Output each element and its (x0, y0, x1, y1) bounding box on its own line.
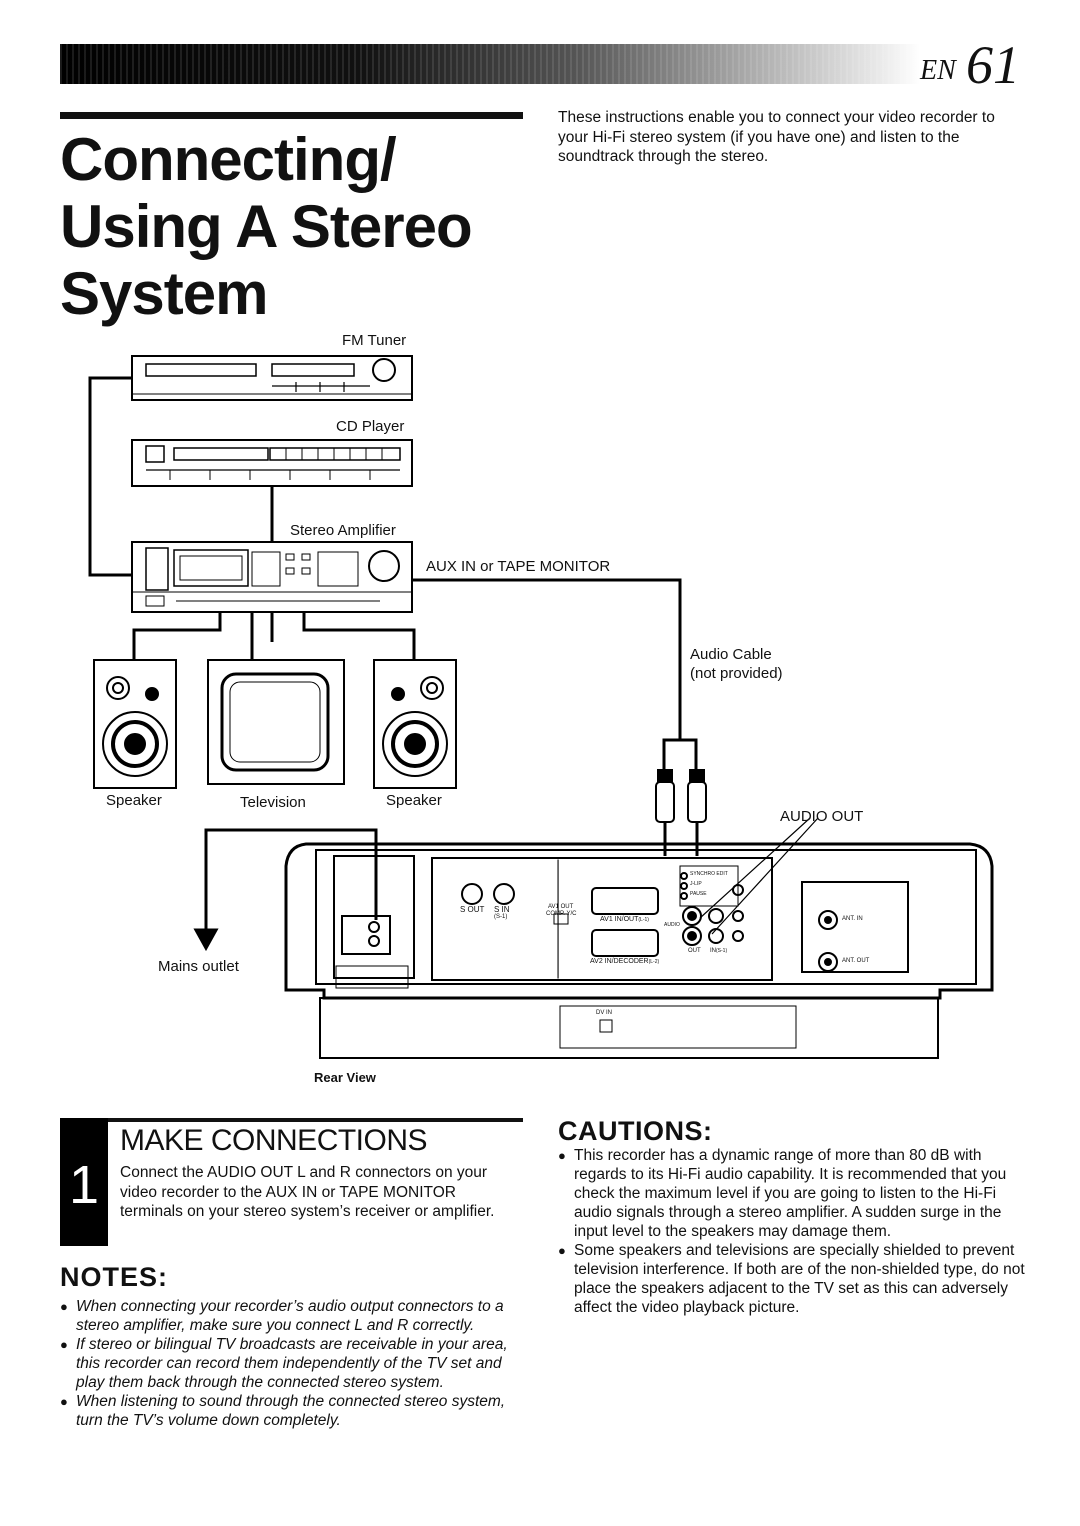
audio-out-label: AUDIO OUT (780, 808, 864, 825)
fm-tuner-illustration (131, 355, 413, 401)
av1-in-out-sub: (L-1) (638, 917, 649, 923)
note-item: ● If stereo or bilingual TV broadcasts ar… (60, 1335, 530, 1392)
fm-tuner-label: FM Tuner (342, 332, 407, 349)
synchro-edit-label: SYNCHRO EDIT (690, 871, 728, 877)
header-gradient-bar (60, 44, 920, 84)
in-sub: (S-1) (716, 948, 728, 954)
title-line-2: Using A Stereo (60, 193, 473, 260)
intro-paragraph: These instructions enable you to connect… (558, 109, 995, 165)
page-language: EN (920, 55, 956, 86)
right-speaker-illustration (373, 659, 457, 789)
caution-text: Some speakers and televisions are specia… (574, 1242, 1025, 1316)
av2-in-label: AV2 IN/DECODER(L-2) (590, 958, 659, 965)
page-number: 61 (966, 35, 1020, 95)
cd-player-illustration (131, 439, 413, 487)
page-title: Connecting/ Using A Stereo System (60, 126, 530, 327)
connection-diagram-drawing (88, 355, 994, 1059)
in-label: IN(S-1) (710, 948, 727, 954)
audio-cable-note: (not provided) (690, 665, 783, 682)
title-rule (60, 112, 523, 119)
note-item: ● When listening to sound through the con… (60, 1392, 530, 1430)
note-text: When connecting your recorder’s audio ou… (76, 1298, 504, 1334)
s-in-sub-label: (S-1) (494, 914, 508, 920)
bullet-icon: ● (558, 1148, 566, 1163)
vcr-rear-body (284, 842, 994, 1059)
title-line-1: Connecting/ (60, 126, 397, 193)
mains-outlet-label: Mains outlet (158, 958, 239, 975)
step-title: MAKE CONNECTIONS (120, 1124, 428, 1157)
note-text: When listening to sound through the conn… (76, 1393, 506, 1429)
ant-out-label: ANT. OUT (842, 958, 870, 964)
s-in-label: S IN (494, 905, 510, 914)
av1-in-out-label: AV1 IN/OUT(L-1) (600, 916, 649, 923)
left-speaker-illustration (93, 659, 177, 789)
speaker-right-label: Speaker (386, 792, 442, 809)
audio-out-pointers (699, 817, 819, 935)
out-label: OUT (688, 948, 701, 954)
television-illustration (207, 659, 345, 785)
audio-panel-label: AUDIO (664, 922, 680, 928)
step-number-block: 1 (60, 1118, 108, 1246)
source-wires (88, 376, 274, 577)
av2-in-sub: (L-2) (648, 959, 660, 965)
step-text: Connect the AUDIO OUT L and R connectors… (120, 1164, 495, 1220)
jlip-label: J-LIP (690, 881, 702, 887)
audio-cable-label: Audio Cable (690, 646, 772, 663)
aux-in-label: AUX IN or TAPE MONITOR (426, 558, 611, 575)
dv-in-label: DV IN (596, 1010, 613, 1016)
in-text: IN (710, 948, 716, 954)
step-rule (60, 1118, 523, 1122)
bullet-icon: ● (60, 1337, 68, 1352)
stereo-amplifier-label: Stereo Amplifier (290, 522, 396, 539)
rear-view-label: Rear View (314, 1070, 376, 1085)
av1-in-out-text: AV1 IN/OUT (600, 916, 639, 923)
speaker-left-label: Speaker (106, 792, 162, 809)
stereo-amplifier-illustration (131, 541, 413, 613)
pause-label: PAUSE (690, 891, 707, 897)
cd-player-label: CD Player (336, 418, 405, 435)
note-item: ● When connecting your recorder’s audio o… (60, 1297, 530, 1335)
rca-plugs (655, 769, 707, 856)
s-out-label: S OUT (460, 905, 485, 914)
bullet-icon: ● (60, 1394, 68, 1409)
title-line-3: System (60, 260, 268, 327)
bullet-icon: ● (60, 1299, 68, 1314)
notes-heading: NOTES: (60, 1262, 169, 1292)
step-number: 1 (68, 1155, 100, 1215)
av1-out-label: AV1 OUT (548, 904, 574, 910)
cautions-list: ● This recorder has a dynamic range of mo… (558, 1146, 1028, 1317)
comp-yc-label: COMP. Y/C (546, 911, 577, 917)
ant-in-label: ANT. IN (842, 916, 863, 922)
notes-list: ● When connecting your recorder’s audio o… (60, 1297, 530, 1430)
caution-text: This recorder has a dynamic range of mor… (574, 1147, 1007, 1240)
audio-cable (412, 578, 698, 770)
bullet-icon: ● (558, 1243, 566, 1258)
note-text: If stereo or bilingual TV broadcasts are… (76, 1336, 508, 1391)
caution-item: ● This recorder has a dynamic range of mo… (558, 1146, 1028, 1241)
av2-in-text: AV2 IN/DECODER (590, 958, 649, 965)
caution-item: ● Some speakers and televisions are speci… (558, 1241, 1028, 1317)
mains-lead (193, 828, 378, 952)
television-label: Television (240, 794, 306, 811)
connection-diagram: FM Tuner CD Player Stereo Amplifier AUX … (80, 330, 1010, 1090)
cautions-heading: CAUTIONS: (558, 1116, 713, 1146)
speaker-wires (132, 612, 416, 660)
